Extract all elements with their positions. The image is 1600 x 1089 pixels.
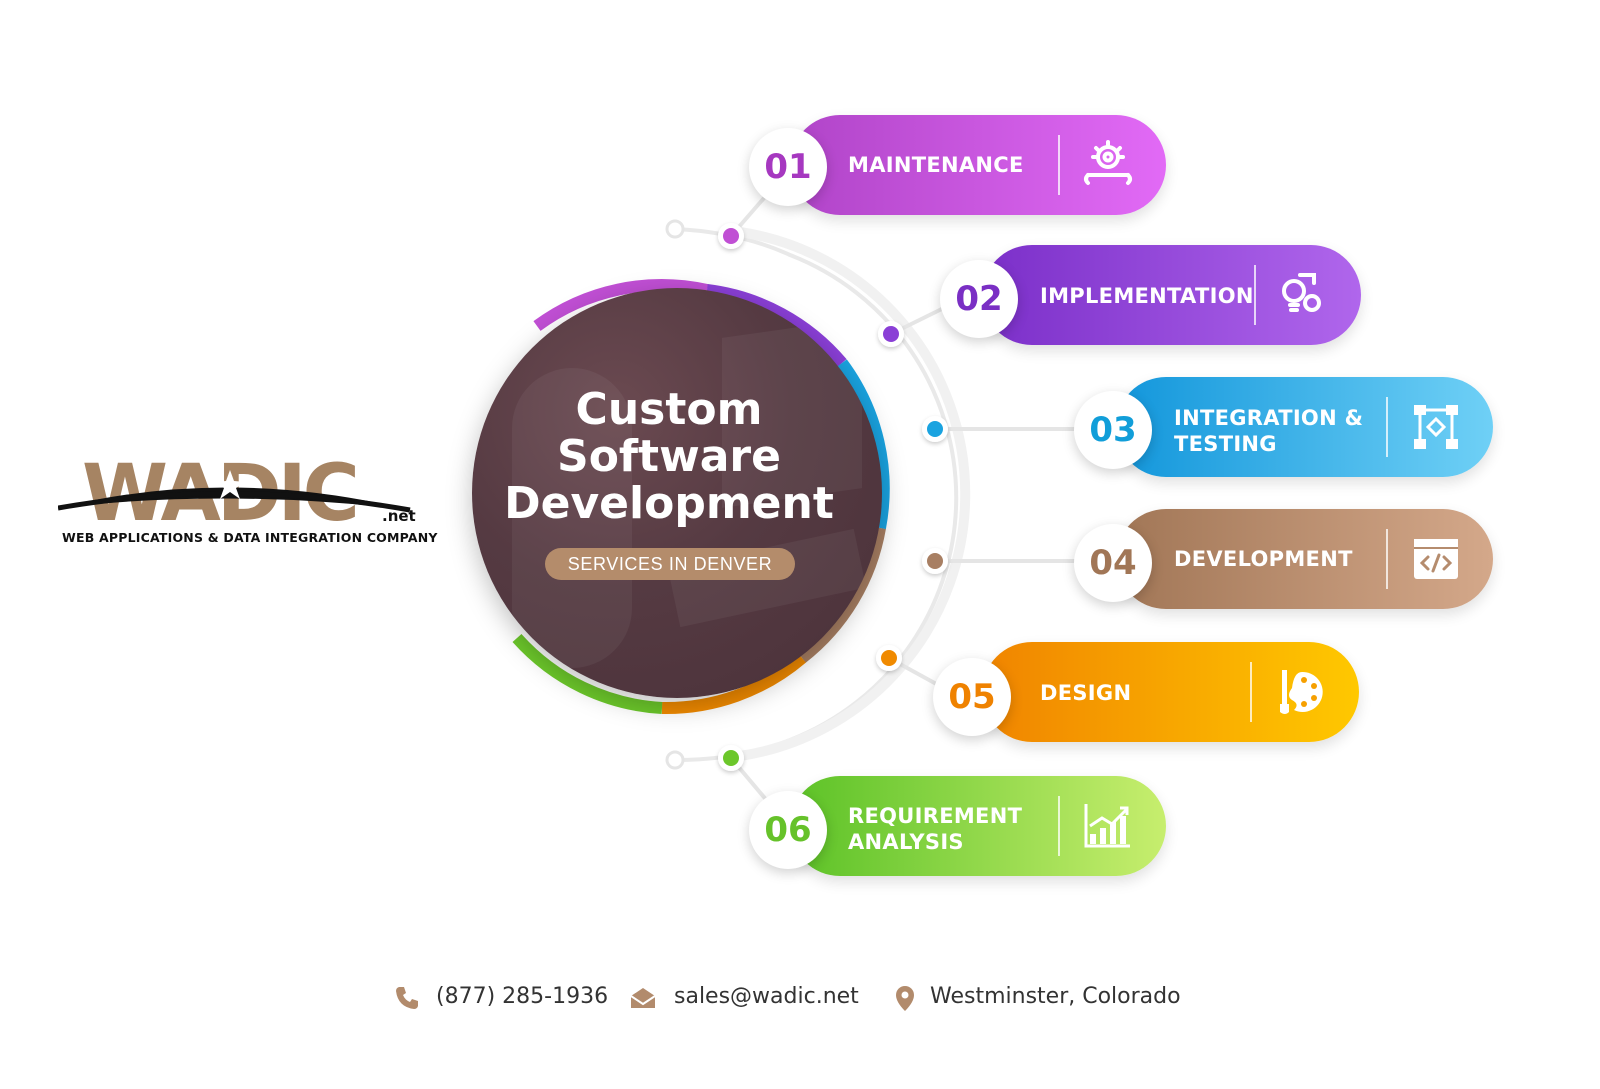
step-integration-testing: INTEGRATION & TESTING	[1116, 377, 1493, 477]
wadic-logo: WADIC .net	[58, 449, 416, 539]
palette-brush-icon	[1280, 670, 1323, 714]
footer-phone[interactable]: (877) 285-1936	[436, 984, 609, 1009]
hub-title-line: Development	[504, 478, 834, 529]
lightbulb-gear-icon	[1282, 273, 1321, 312]
footer-email[interactable]: sales@wadic.net	[674, 984, 859, 1009]
phone-icon	[396, 987, 418, 1009]
code-window-icon	[1414, 539, 1458, 579]
step-number: 05	[933, 658, 1011, 736]
step-label: INTEGRATION & TESTING	[1174, 406, 1364, 456]
footer-location: Westminster, Colorado	[930, 984, 1181, 1009]
hub-color-ring	[512, 279, 890, 715]
email-icon	[630, 988, 656, 1008]
flowchart-icon	[1414, 405, 1458, 449]
hub-title: Custom Software Development	[472, 386, 866, 527]
hub-title-line: Custom	[575, 384, 763, 435]
step-number: 04	[1074, 524, 1152, 602]
step-design: DESIGN	[982, 642, 1359, 742]
logo-suffix: .net	[382, 507, 416, 525]
step-label: REQUIREMENT ANALYSIS	[848, 804, 1023, 854]
location-pin-icon	[896, 986, 914, 1011]
step-label: DESIGN	[1040, 681, 1132, 705]
step-implementation: IMPLEMENTATION	[982, 245, 1361, 345]
step-number: 02	[940, 260, 1018, 338]
step-label: IMPLEMENTATION	[1040, 284, 1254, 308]
step-label: MAINTENANCE	[848, 153, 1024, 177]
hub-subtitle-badge: SERVICES IN DENVER	[545, 548, 795, 580]
step-requirement-analysis: REQUIREMENT ANALYSIS	[790, 776, 1166, 876]
step-number: 03	[1074, 391, 1152, 469]
bar-chart-icon	[1084, 804, 1130, 848]
step-development: DEVELOPMENT	[1116, 509, 1493, 609]
step-number: 01	[749, 128, 827, 206]
step-number: 06	[749, 791, 827, 869]
logo-tagline: WEB APPLICATIONS & DATA INTEGRATION COMP…	[62, 530, 438, 545]
hub-circle	[472, 288, 882, 698]
step-maintenance: MAINTENANCE	[790, 115, 1166, 215]
step-label: DEVELOPMENT	[1174, 547, 1353, 571]
hub-title-line: Software	[557, 431, 781, 482]
gear-wrench-icon	[1084, 140, 1132, 185]
